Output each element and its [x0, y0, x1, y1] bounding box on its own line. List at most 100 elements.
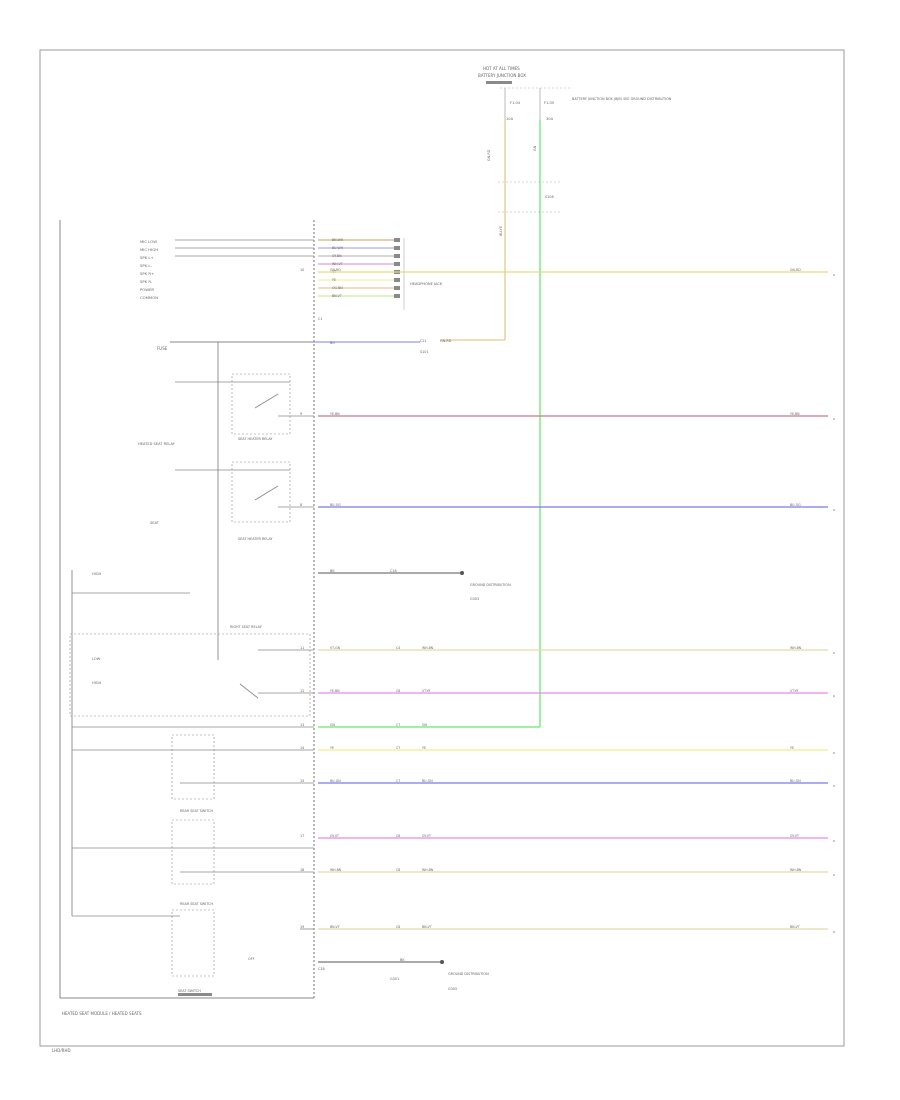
harness-input-8: COMMON: [140, 295, 158, 300]
fuse-splice-label: S108: [545, 195, 554, 199]
ground-2-terminal: [440, 960, 444, 964]
output-wire-code-18: WH-BN: [330, 868, 342, 872]
fuse-block-note: BATTERY JUNCTION BOX (BJB) SEE GROUND DI…: [572, 97, 672, 101]
output-right-15: BU-GN: [790, 779, 801, 783]
relay2-label: SEAT HEATER RELAY: [238, 537, 273, 541]
output-pin-18: 18: [300, 868, 304, 872]
output-code-15: BU-GN: [422, 779, 433, 783]
power-input-splice: S101: [420, 350, 429, 354]
diagram-frame: [39, 49, 845, 1047]
rr-relay-box: [69, 633, 311, 717]
rear-left-label: REAR SEAT SWITCH: [180, 809, 213, 813]
harness-connector: C1: [318, 317, 323, 321]
harness-terminal-8: [394, 294, 400, 298]
output-right-12: VT-YE: [790, 689, 799, 693]
output-conn-12: C8: [396, 689, 400, 693]
module-caption: HEATED SEAT MODULE / HEATED SEATS: [62, 1011, 142, 1016]
relay1-box: [231, 373, 291, 435]
output-pin-17: 17: [300, 834, 304, 838]
power-input-label: FUSE: [157, 346, 168, 351]
output-conn-14: C7: [396, 746, 400, 750]
ground-2-label: GROUND DISTRIBUTION: [448, 972, 489, 976]
output-terminal-11: [833, 652, 835, 654]
output-terminal-12: [833, 695, 835, 697]
harness-note: HEADPHONE JACK: [410, 282, 443, 286]
harness-terminal-7: [394, 286, 400, 290]
harness-terminal-1: [394, 238, 400, 242]
output-right-17: GY-VT: [790, 834, 799, 838]
ground-connector: G301: [390, 977, 399, 981]
fuse-b-label: F1.05: [544, 101, 554, 105]
harness-input-5: SPK R+: [140, 271, 154, 276]
output-code-11: WH-BN: [422, 646, 434, 650]
ground-1: BK C18 GROUND DISTRIBUTION G303: [318, 569, 511, 601]
fuse-a-label: F1.04: [510, 101, 521, 105]
harness-code-7: OG-BN: [332, 286, 343, 290]
output-pin-8: 8: [300, 503, 302, 507]
fuse-block-sublabel: BATTERY JUNCTION BOX: [478, 73, 526, 78]
output-conn-17: C8: [396, 834, 400, 838]
harness-input-7: POWER: [140, 287, 154, 292]
output-wire-code-15: BU-GN: [330, 779, 341, 783]
relay1-label: SEAT HEATER RELAY: [238, 437, 273, 441]
fuse-b-rating: 30A: [546, 117, 554, 121]
harness-bundle: MIC LOW MIC HIGH SPK L+ SPK L- SPK R+ SP…: [140, 238, 443, 321]
output-terminal-14: [833, 752, 835, 754]
output-conn-19: C8: [396, 925, 400, 929]
internal-relays: SEAT HEATER RELAY SEAT HEATER RELAY HEAT…: [69, 342, 314, 996]
wire-fuse-b-code: GN: [533, 145, 537, 151]
output-wire-code-10: GN-RD: [330, 268, 341, 272]
ground-2: BK C18 GROUND DISTRIBUTION G305 G301: [318, 958, 489, 991]
relay2-contact: [254, 485, 279, 501]
harness-code-4: WH-VT: [332, 262, 343, 266]
ground-1-terminal: [460, 571, 464, 575]
output-wire-code-12: YE-BN: [330, 689, 340, 693]
power-input-up-code: BU-YE: [499, 226, 503, 236]
harness-terminal-6: [394, 278, 400, 282]
output-right-14: YE: [790, 746, 794, 750]
side-label-high-2: HIGH: [92, 681, 102, 685]
power-input-connector: C21: [420, 339, 427, 343]
output-conn-15: C7: [396, 779, 400, 783]
rear-right-switch: [171, 819, 215, 885]
output-terminal-18: [833, 874, 835, 876]
ground-1-sub: G303: [470, 597, 479, 601]
ground-2-sub: G305: [448, 987, 457, 991]
fuse-block-label: HOT AT ALL TIMES: [483, 66, 520, 71]
side-label-seat: SEAT: [150, 521, 160, 525]
output-pin-10: 10: [300, 268, 304, 272]
output-wire-code-17: GY-VT: [330, 834, 339, 838]
harness-input-2: MIC HIGH: [140, 247, 158, 252]
harness-code-1: BN-WH: [332, 238, 344, 242]
harness-terminal-2: [394, 246, 400, 250]
fuse-block: HOT AT ALL TIMES BATTERY JUNCTION BOX F1…: [478, 66, 672, 121]
bottom-switch-bar: [178, 993, 212, 996]
output-wire-code-14: YE: [330, 746, 334, 750]
output-right-11: WH-BN: [790, 646, 802, 650]
output-code-12: VT-YE: [422, 689, 431, 693]
output-right-18: WH-BN: [790, 868, 802, 872]
output-code-17: GY-VT: [422, 834, 431, 838]
output-terminal-19: [833, 931, 835, 933]
output-conn-11: C4: [396, 646, 400, 650]
rr-relay-contact: [239, 683, 259, 699]
bottom-tag: LHD/RHD: [52, 1048, 71, 1053]
output-code-13: GN: [422, 723, 427, 727]
output-terminal-10: [833, 274, 835, 276]
fuse-a-rating: 10A: [506, 117, 514, 121]
output-pin-19: 19: [300, 925, 304, 929]
output-pin-12: 12: [300, 689, 304, 693]
output-right-10: GN-RD: [790, 268, 801, 272]
output-pin-9: 9: [300, 412, 302, 416]
output-code-18: WH-BN: [422, 868, 434, 872]
output-pin-11: 11: [300, 646, 304, 650]
fuse-block-bar: [486, 81, 512, 84]
output-terminal-17: [833, 840, 835, 842]
ground-1-splice: C18: [390, 569, 397, 573]
output-pin-14: 14: [300, 746, 304, 750]
rear-left-switch: [171, 734, 215, 800]
output-wire-code-11: VT-GN: [330, 646, 341, 650]
power-input-wire: BU: [330, 341, 335, 345]
